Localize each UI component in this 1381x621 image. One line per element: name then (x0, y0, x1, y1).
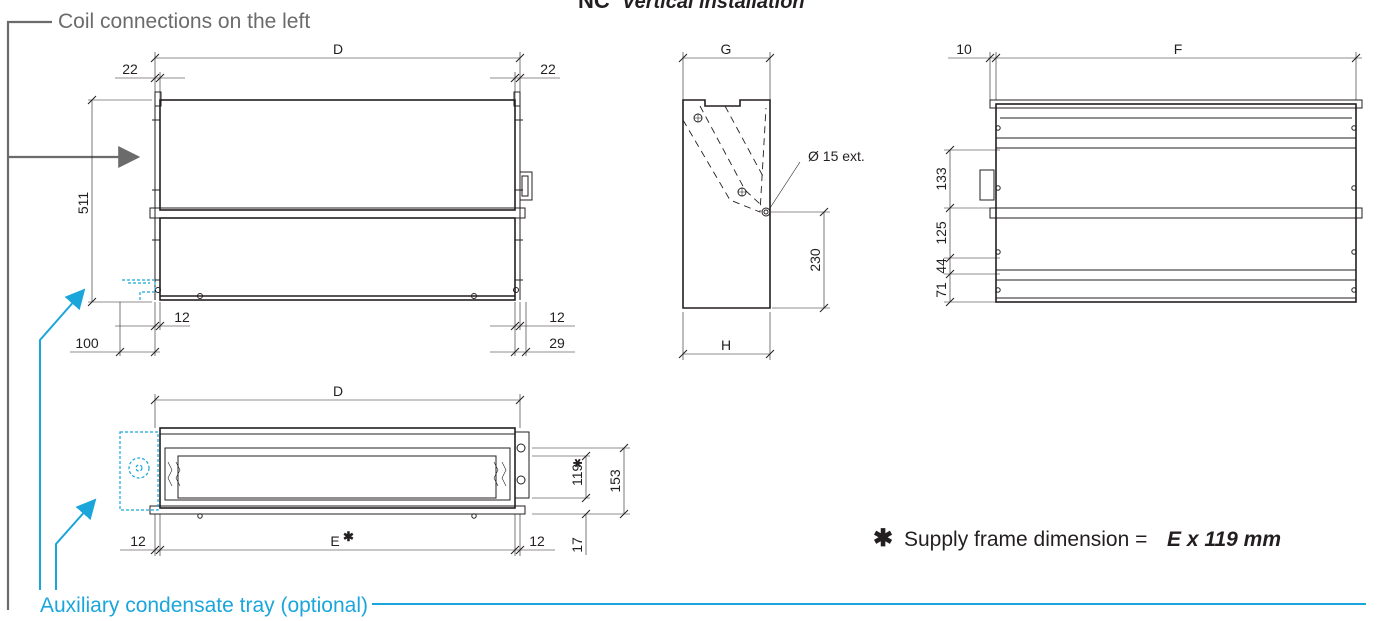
rear-connection-box (979, 169, 995, 201)
coil-connections-callout: Coil connections on the left (6, 10, 310, 610)
dim-h: H (721, 337, 731, 353)
page-title: NC Vertical installation (578, 0, 805, 13)
title-suffix: Vertical installation (622, 0, 805, 13)
front-upper-panel (159, 99, 516, 211)
aux-arrow-top (39, 288, 86, 590)
dim-133: 133 (933, 167, 949, 191)
dim-12-front-right: 12 (549, 309, 565, 325)
footnote: ✱ Supply frame dimension = E x 119 mm (873, 525, 1281, 552)
dim-22-right: 22 (540, 61, 556, 77)
bottom-body (159, 427, 516, 509)
dim-d-front: D (333, 41, 343, 57)
dim-17: 17 (569, 537, 585, 553)
dim-125: 125 (933, 221, 949, 245)
bottom-view: D 119 ✱ 153 17 (119, 383, 630, 556)
dim-230: 230 (807, 248, 823, 272)
dim-e-asterisk: ✱ (343, 529, 354, 544)
front-view: D 22 22 511 (70, 41, 575, 357)
dim-100: 100 (75, 335, 99, 351)
dim-29: 29 (549, 335, 565, 351)
dim-e: E (330, 533, 339, 549)
side-view: G Ø 15 ext. 230 H (678, 41, 865, 360)
dim-g: G (721, 41, 732, 57)
dim-119-asterisk: ✱ (571, 458, 585, 468)
coil-callout-line (6, 20, 52, 610)
front-frame-rail (149, 207, 526, 219)
dim-119: 119 (569, 463, 585, 486)
aux-tray-callout: Auxiliary condensate tray (optional) (39, 288, 1366, 617)
dim-12-bottom-left: 12 (130, 533, 146, 549)
dim-153: 153 (607, 469, 623, 493)
footnote-formula: E x 119 mm (1167, 528, 1281, 551)
rear-body (995, 103, 1357, 303)
dim-12-front-left: 12 (174, 309, 190, 325)
bottom-frame-opening (177, 455, 497, 499)
coil-connections-label: Coil connections on the left (58, 10, 310, 33)
footnote-text: Supply frame dimension = (904, 528, 1147, 551)
aux-tray-label: Auxiliary condensate tray (optional) (40, 594, 368, 617)
bottom-connection-box (514, 431, 530, 499)
dim-10: 10 (956, 41, 972, 57)
dim-f: F (1174, 41, 1183, 57)
side-body (682, 99, 771, 309)
front-aux-tray (122, 279, 156, 300)
dim-44: 44 (933, 258, 949, 274)
dim-d-bottom: D (333, 383, 343, 399)
dim-12-bottom-right: 12 (529, 533, 545, 549)
pipe-diameter-label: Ø 15 ext. (808, 148, 865, 164)
aux-arrow-bottom (55, 498, 97, 590)
rear-view: 10 F 133 125 44 71 (933, 41, 1363, 307)
side-coil-outline (682, 107, 767, 213)
title-prefix: NC (578, 0, 610, 13)
dim-511: 511 (75, 192, 91, 215)
dim-22-left: 22 (122, 61, 138, 77)
dim-71: 71 (933, 282, 949, 298)
bottom-aux-tray (119, 431, 159, 511)
front-lower-panel (159, 217, 516, 301)
footnote-asterisk: ✱ (873, 525, 893, 552)
front-connection-box (519, 171, 533, 201)
